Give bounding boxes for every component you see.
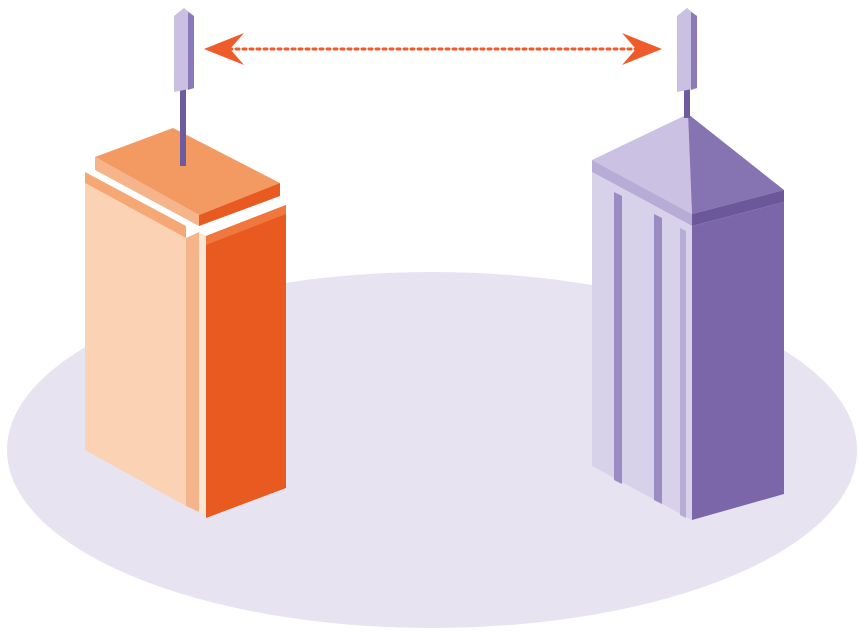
left-antenna	[174, 8, 194, 166]
right-building-roof-left	[592, 114, 692, 214]
left-building-step	[186, 232, 199, 512]
right-antenna-panel-side	[691, 12, 697, 90]
left-roof-lip-right	[199, 183, 280, 226]
right-antenna	[677, 8, 697, 118]
left-building-right-face	[206, 205, 286, 518]
right-face-groove-1	[614, 192, 622, 484]
right-antenna-pole	[684, 88, 690, 118]
right-face-groove-3	[680, 228, 686, 518]
right-building-left-face	[592, 172, 692, 520]
link-arrowhead-right	[622, 33, 662, 65]
left-antenna-panel-side	[188, 12, 194, 90]
left-building	[85, 128, 286, 518]
left-antenna-pole	[180, 88, 186, 166]
left-building-roof	[95, 128, 280, 215]
right-roof-rim-left	[592, 160, 692, 226]
right-building	[592, 114, 784, 520]
link-arrowhead-left	[204, 33, 244, 65]
left-building-stripe	[199, 232, 206, 515]
right-building-roof-right	[688, 114, 784, 214]
left-building-ledge	[85, 172, 186, 238]
left-roof-lip-left	[95, 157, 199, 226]
right-building-right-face	[692, 202, 784, 520]
left-building-left-face	[85, 183, 186, 506]
right-roof-rim-right	[692, 190, 784, 226]
left-building-dark-step	[206, 205, 286, 245]
wireless-link-arrow	[204, 33, 662, 65]
right-face-groove-2	[654, 214, 662, 504]
